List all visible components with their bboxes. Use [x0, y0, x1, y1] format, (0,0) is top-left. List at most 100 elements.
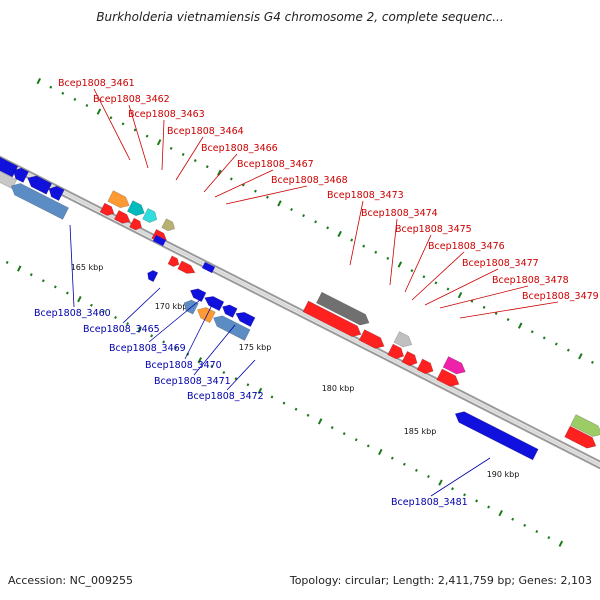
gene-3477[interactable]: [416, 358, 436, 376]
gene-3468-small[interactable]: [202, 262, 215, 273]
gene-label-reverse[interactable]: Bcep1808_3471: [154, 376, 231, 387]
gene-3467[interactable]: [177, 260, 197, 277]
gene-3460[interactable]: [0, 162, 18, 190]
tick-mark-inner: [342, 432, 346, 436]
tick-mark-inner: [162, 340, 166, 344]
leader-line-reverse: [148, 299, 201, 343]
gene-3470[interactable]: [202, 293, 225, 312]
gene-3462[interactable]: [113, 209, 132, 226]
gene-3469[interactable]: [188, 286, 207, 303]
gene-3460-b[interactable]: [8, 180, 69, 220]
gene-label-forward[interactable]: Bcep1808_3473: [327, 190, 404, 201]
gene-label-forward[interactable]: Bcep1808_3475: [395, 224, 472, 235]
tick-mark-inner: [414, 468, 418, 472]
tick-mark-outer: [590, 360, 594, 364]
gene-3475[interactable]: [387, 343, 407, 361]
leader-line-reverse: [193, 324, 236, 376]
gene-3465[interactable]: [145, 269, 159, 283]
tick-mark-inner: [511, 517, 515, 521]
tick-mark-inner: [222, 370, 226, 375]
gene-label-forward[interactable]: Bcep1808_3478: [492, 275, 569, 286]
gene-3461[interactable]: [99, 202, 116, 218]
leader-line-forward: [439, 285, 529, 309]
tick-mark-inner: [77, 296, 82, 303]
gene-3459b[interactable]: [25, 173, 53, 195]
gene-3466[interactable]: [167, 255, 181, 269]
gene-label-reverse[interactable]: Bcep1808_3470: [145, 360, 222, 371]
tick-mark-inner: [282, 401, 286, 405]
gene-3465-small[interactable]: [153, 235, 166, 246]
gene-3481[interactable]: [453, 408, 539, 461]
gene-label-reverse[interactable]: Bcep1808_3460: [34, 308, 111, 319]
gene-label-forward[interactable]: Bcep1808_3466: [201, 143, 278, 154]
tick-mark-inner: [378, 448, 383, 456]
tick-mark-outer: [229, 177, 233, 181]
tick-mark-outer: [350, 238, 354, 242]
gene-3474[interactable]: [358, 329, 387, 352]
gene-label-reverse[interactable]: Bcep1808_3472: [187, 391, 264, 402]
leader-line-forward: [175, 136, 204, 181]
gene-3472-b[interactable]: [211, 313, 251, 341]
leader-line-forward: [424, 268, 499, 306]
leader-line-forward: [404, 234, 432, 293]
gene-label-reverse[interactable]: Bcep1808_3465: [83, 324, 160, 335]
gene-3464[interactable]: [161, 218, 177, 233]
gene-3476[interactable]: [401, 350, 420, 368]
tick-mark-outer: [85, 104, 89, 108]
gene-3463[interactable]: [129, 217, 144, 232]
gene-3471[interactable]: [220, 302, 238, 318]
gene-3459c[interactable]: [46, 184, 65, 202]
gene-label-forward[interactable]: Bcep1808_3468: [271, 175, 348, 186]
tick-label: 180 kbp: [322, 384, 355, 393]
gene-label-forward[interactable]: Bcep1808_3463: [128, 109, 205, 120]
tick-mark-outer: [133, 128, 137, 132]
gene-3458[interactable]: [0, 151, 19, 178]
tick-mark-inner: [475, 499, 479, 503]
map-title: Burkholderia vietnamiensis G4 chromosome…: [96, 10, 504, 24]
tick-mark-inner: [197, 357, 203, 364]
leader-line-reverse: [430, 457, 491, 497]
tick-label: 175 kbp: [239, 343, 272, 352]
gene-label-forward[interactable]: Bcep1808_3462: [93, 94, 170, 105]
gene-3472[interactable]: [234, 309, 256, 328]
tick-mark-outer: [109, 116, 113, 120]
gene-3478[interactable]: [442, 356, 468, 378]
leader-line-forward: [161, 119, 165, 171]
tick-mark-outer: [506, 318, 510, 322]
gene-3479[interactable]: [436, 368, 462, 390]
gene-label-forward[interactable]: Bcep1808_3477: [462, 258, 539, 269]
gene-3482[interactable]: [564, 425, 599, 451]
tick-mark-outer: [169, 146, 173, 150]
gene-3463-b[interactable]: [142, 207, 160, 225]
gene-label-reverse[interactable]: Bcep1808_3469: [109, 343, 186, 354]
gene-label-forward[interactable]: Bcep1808_3479: [522, 291, 599, 302]
tick-mark-outer: [326, 226, 330, 230]
gene-3461-b[interactable]: [107, 190, 132, 211]
tick-mark-outer: [96, 108, 102, 115]
tick-mark-outer: [61, 91, 65, 95]
tick-mark-inner: [102, 309, 105, 313]
tick-mark-outer: [253, 189, 257, 193]
gene-label-forward[interactable]: Bcep1808_3461: [58, 78, 135, 89]
gene-label-forward[interactable]: Bcep1808_3476: [428, 241, 505, 252]
leader-line-forward: [389, 218, 398, 286]
tick-mark-outer: [73, 97, 77, 101]
gene-label-forward[interactable]: Bcep1808_3464: [167, 126, 244, 137]
tick-mark-inner: [246, 383, 250, 387]
gene-label-forward[interactable]: Bcep1808_3474: [361, 208, 438, 219]
tick-mark-inner: [402, 462, 406, 466]
gene-3470-b[interactable]: [195, 304, 216, 324]
gene-3483[interactable]: [570, 414, 600, 440]
leader-line-forward: [459, 301, 559, 319]
gene-3473[interactable]: [316, 291, 371, 328]
tick-mark-inner: [438, 479, 443, 486]
gene-label-reverse[interactable]: Bcep1808_3481: [391, 497, 468, 508]
gene-label-forward[interactable]: Bcep1808_3467: [237, 159, 314, 170]
tick-mark-outer: [434, 281, 438, 285]
gene-3475-b[interactable]: [393, 331, 415, 350]
gene-3462-b[interactable]: [126, 200, 147, 219]
gene-3473-b[interactable]: [302, 300, 364, 340]
tick-mark-inner: [535, 529, 539, 534]
gene-3459[interactable]: [11, 165, 29, 183]
